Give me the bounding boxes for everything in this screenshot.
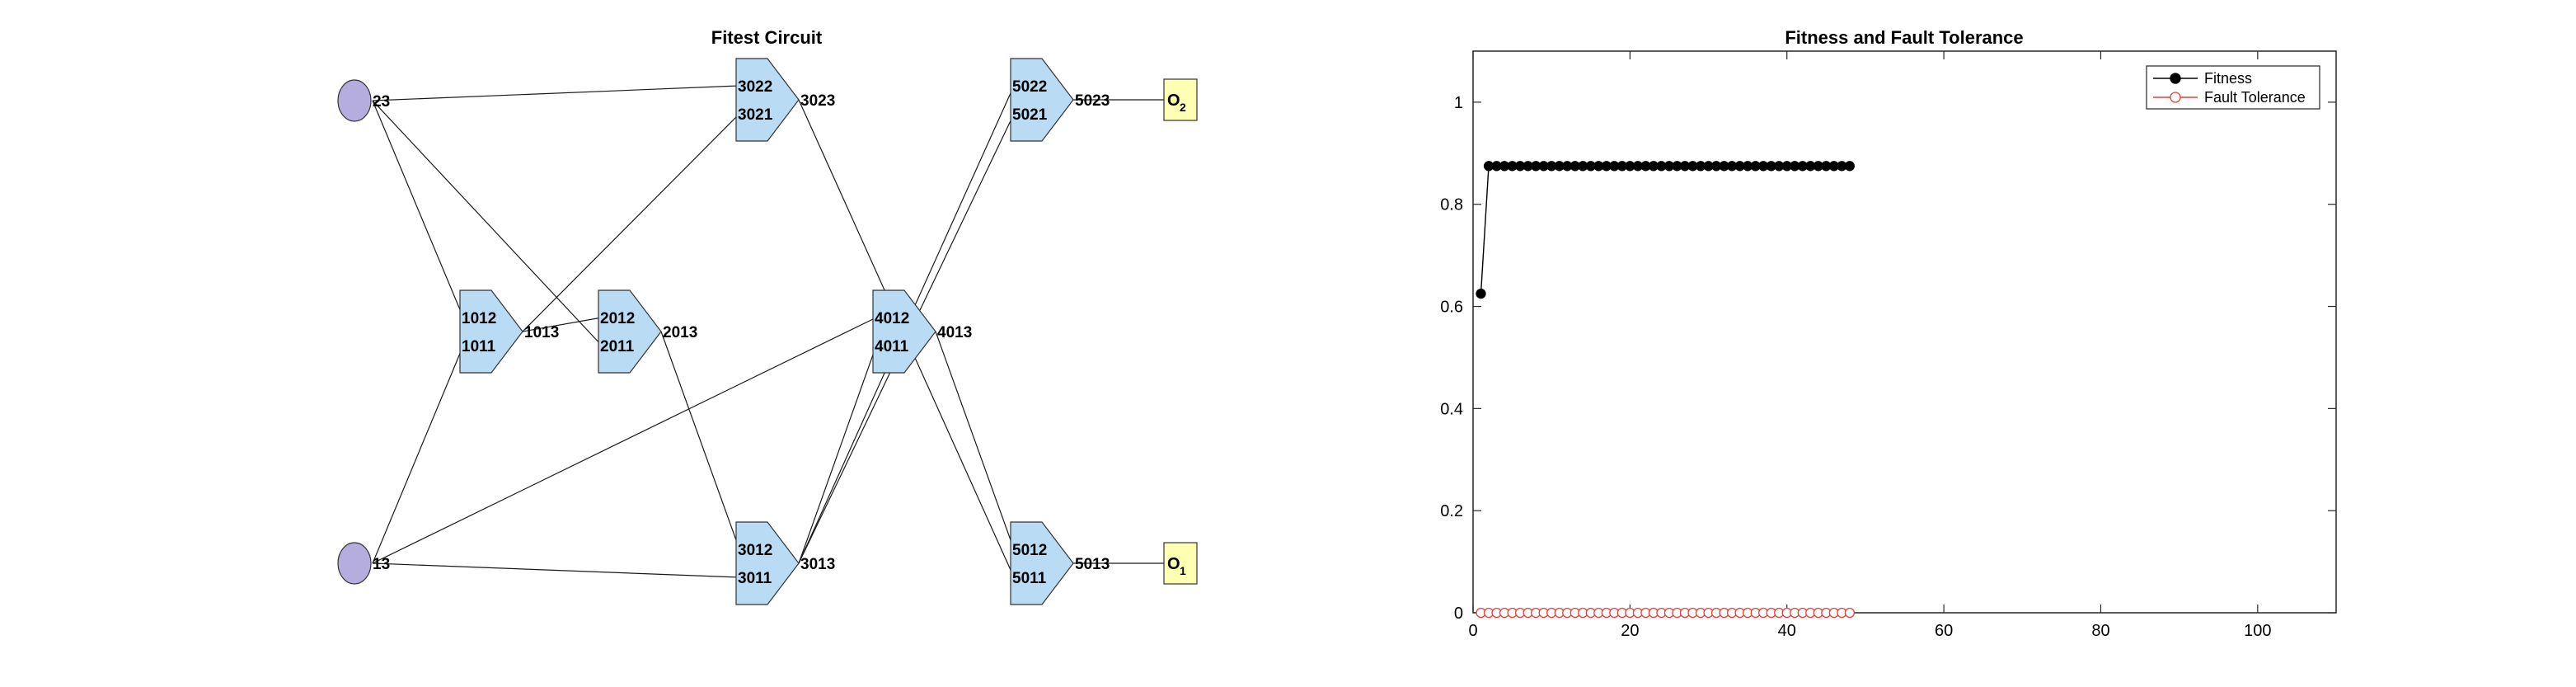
x-tick-label: 40 [1778, 622, 1796, 640]
input-node-23: 23 [337, 79, 390, 122]
gate-output-label: 5023 [1075, 92, 1110, 110]
wire-in13-to-g3b-b [372, 562, 740, 578]
input-label: 13 [373, 556, 390, 573]
x-tick-label: 20 [1621, 622, 1639, 640]
gate-input-a-label: 1012 [462, 310, 496, 327]
gate-input-b-label: 2011 [600, 338, 635, 355]
x-tick-label: 100 [2244, 622, 2271, 640]
wire-layer [372, 85, 1164, 578]
data-point-fitness [1844, 161, 1856, 172]
wire-g4-out-to-g5b-a [935, 331, 1015, 550]
y-tick-label: 0.4 [1440, 400, 1463, 418]
plot-area [1472, 50, 2337, 614]
gate-input-b-label: 3011 [738, 570, 772, 587]
input-label: 23 [373, 93, 390, 111]
gate-input-a-label: 4012 [875, 310, 909, 327]
wire-g3b-out-to-g4-b [798, 345, 877, 564]
y-tick-label: 0 [1454, 605, 1463, 623]
output-subscript: 2 [1180, 101, 1186, 114]
gate-shape [459, 289, 523, 374]
gate-1013: 1012 1011 1013 [459, 289, 559, 374]
gate-output-label: 3013 [800, 556, 835, 573]
gate-5023: 5022 5021 5023 [1010, 58, 1110, 142]
output-box [1163, 78, 1198, 121]
gate-shape [1010, 58, 1074, 142]
data-point-fitness [1476, 288, 1486, 299]
output-label: O [1167, 555, 1180, 573]
y-tick-label: 1 [1454, 94, 1463, 112]
gate-input-b-label: 1011 [462, 338, 496, 355]
node-layer: 23 13 1012 1011 1013 2012 2011 2013 3022 3021 3023… [337, 58, 1198, 605]
y-tick-label: 0.2 [1440, 502, 1463, 520]
wire-in13-to-g1-b [372, 345, 464, 564]
wire-in23-to-g1-a [372, 100, 464, 318]
gate-input-a-label: 3012 [738, 542, 772, 559]
wire-in13-to-g4-a [372, 317, 877, 564]
series-fault-tolerance [1476, 607, 1856, 619]
input-ellipse [337, 542, 372, 585]
gate-output-label: 5013 [1075, 556, 1110, 573]
circuit-panel: Fitest Circuit 2313101210111013201220112… [337, 27, 1198, 605]
gate-output-label: 2013 [663, 324, 697, 341]
y-tick-label: 0.8 [1440, 196, 1463, 214]
gate-input-a-label: 5012 [1012, 542, 1047, 559]
x-tick-label: 60 [1935, 622, 1953, 640]
x-tick-label: 80 [2091, 622, 2109, 640]
gate-output-label: 3023 [800, 92, 835, 110]
wire-g1-out-to-g2-a [522, 317, 603, 332]
gate-shape [735, 521, 800, 605]
wire-g2-out-to-g3b-a [660, 331, 740, 550]
gate-5013: 5012 5011 5013 [1010, 521, 1110, 605]
gate-output-label: 4013 [937, 324, 972, 341]
wire-g1-out-to-g3t-b [522, 113, 740, 332]
gate-input-b-label: 5021 [1012, 106, 1048, 124]
legend-label-fitness: Fitness [2204, 70, 2252, 87]
gate-input-b-label: 5011 [1012, 570, 1047, 587]
legend-marker-fault-tolerance [2170, 92, 2181, 103]
gate-3023: 3022 3021 3023 [735, 58, 835, 142]
series-layer [1476, 161, 1856, 619]
axis-ticks: 0 20 40 60 80 100 0 0.2 0.4 0.6 0.8 1 [1440, 51, 2336, 640]
gate-shape [598, 289, 662, 374]
chart-title: Fitness and Fault Tolerance [1785, 27, 2023, 48]
gate-shape [872, 289, 936, 374]
output-label: O [1167, 92, 1180, 110]
gate-input-a-label: 3022 [738, 78, 772, 96]
gate-output-label: 1013 [524, 324, 559, 341]
gate-input-a-label: 2012 [600, 310, 635, 327]
gate-input-a-label: 5022 [1012, 78, 1047, 96]
wire-in23-to-g3t-a [372, 85, 740, 101]
gate-2013: 2012 2011 2013 [598, 289, 697, 374]
legend-label-fault-tolerance: Fault Tolerance [2204, 89, 2306, 106]
gate-4013: 4012 4011 4013 [872, 289, 972, 374]
legend: Fitness Fault Tolerance [2146, 65, 2320, 110]
input-node-13: 13 [337, 542, 390, 585]
gate-input-b-label: 3021 [738, 106, 773, 124]
data-point-fault-tolerance [1844, 607, 1856, 619]
series-fitness [1476, 161, 1856, 299]
gate-3013: 3012 3011 3013 [735, 521, 835, 605]
x-tick-label: 0 [1468, 622, 1477, 640]
circuit-title: Fitest Circuit [711, 27, 823, 48]
output-box [1163, 542, 1198, 585]
wire-in23-to-g2-b [372, 100, 603, 346]
gate-shape [1010, 521, 1074, 605]
y-tick-label: 0.6 [1440, 299, 1463, 317]
output-subscript: 1 [1180, 564, 1186, 577]
input-ellipse [337, 79, 372, 122]
legend-marker-fitness [2170, 73, 2181, 84]
gate-input-b-label: 4011 [875, 338, 909, 355]
gate-shape [735, 58, 800, 142]
